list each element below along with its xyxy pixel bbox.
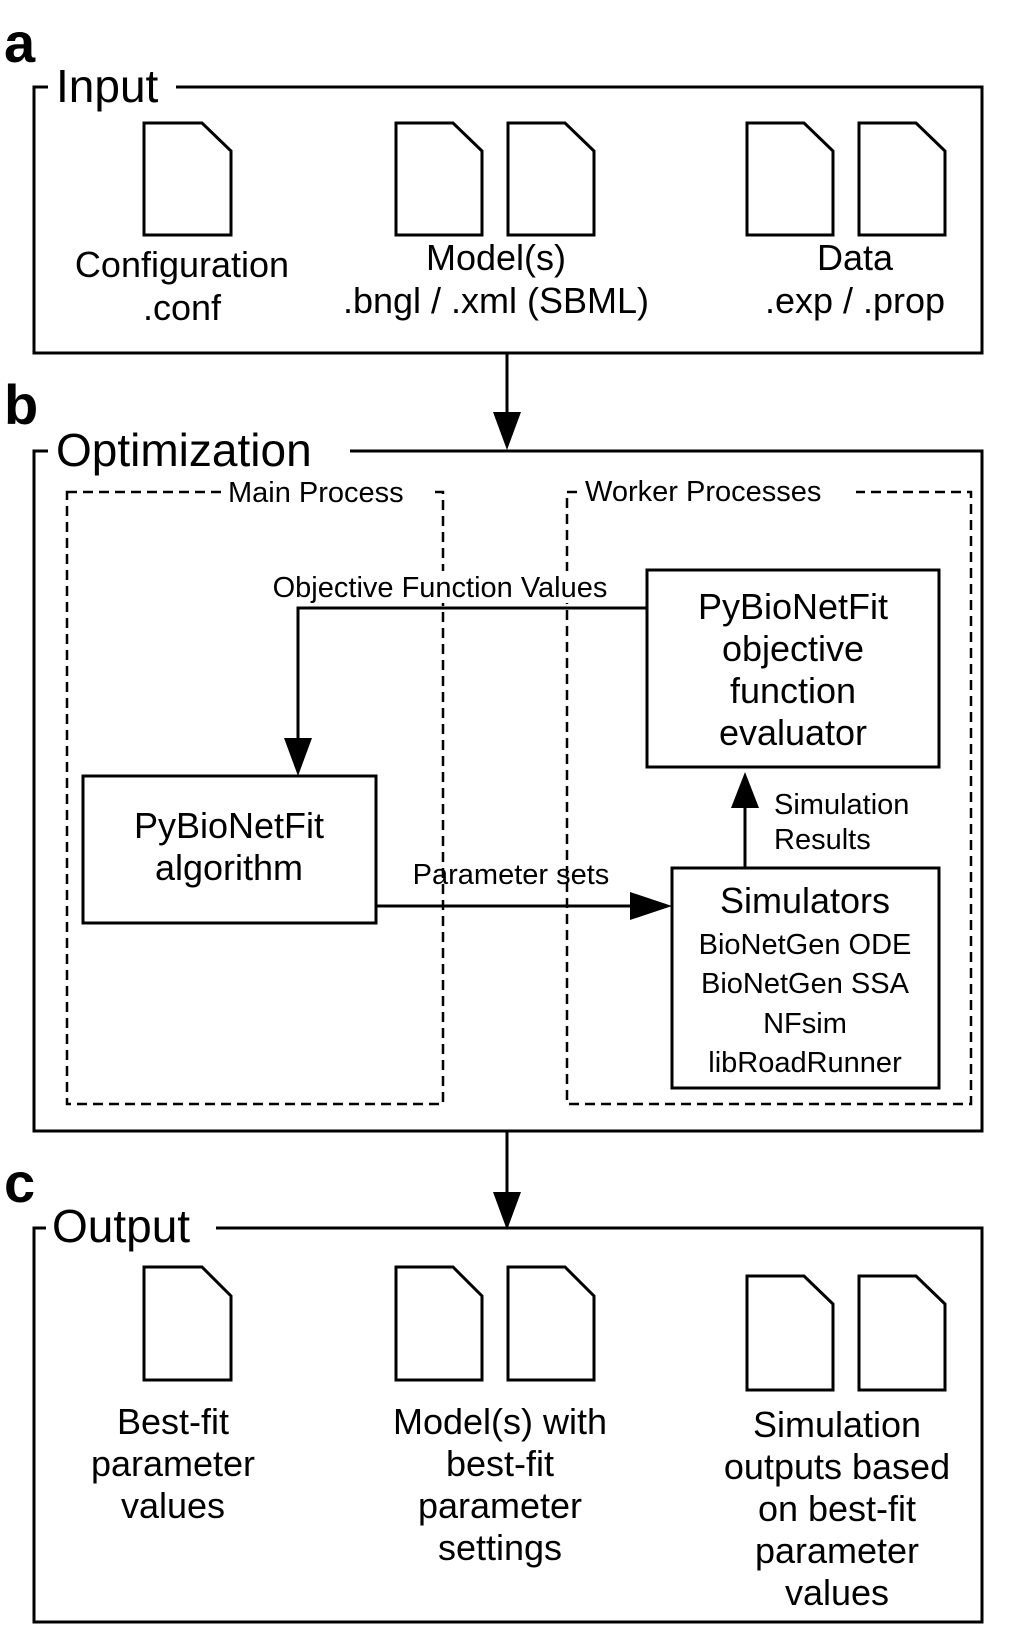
sim-outputs-line5: values xyxy=(785,1572,889,1613)
sim-outputs-line1: Simulation xyxy=(753,1404,921,1445)
models-best-fit-line2: best-fit xyxy=(446,1443,554,1484)
simulator-item: NFsim xyxy=(763,1008,847,1040)
panel-letter-c: c xyxy=(4,1151,35,1214)
sim-output-document-icon xyxy=(857,1274,947,1392)
optimization-title: Optimization xyxy=(56,424,312,476)
sim-output-document-icon xyxy=(745,1274,835,1392)
simulator-item: libRoadRunner xyxy=(708,1047,902,1079)
model-extension: .bngl / .xml (SBML) xyxy=(343,280,649,321)
evaluator-box-line1: PyBioNetFit xyxy=(698,586,888,627)
config-extension: .conf xyxy=(143,287,222,328)
models-best-fit-line3: parameter xyxy=(418,1485,582,1526)
output-frame xyxy=(32,1226,984,1624)
panel-letter-b: b xyxy=(4,373,38,436)
data-document-icon xyxy=(745,121,835,237)
algorithm-box-line2: algorithm xyxy=(155,847,303,888)
simulators-title: Simulators xyxy=(720,880,890,921)
simulator-item: BioNetGen ODE xyxy=(699,929,912,961)
main-process-label: Main Process xyxy=(228,477,404,509)
input-panel: a Input Configuration .conf Model(s) .bn… xyxy=(4,11,984,355)
sim-outputs-line4: parameter xyxy=(755,1530,919,1571)
main-process-region xyxy=(65,490,445,1106)
model-document-icon xyxy=(394,121,484,237)
simulation-results-line2: Results xyxy=(774,824,871,856)
parameter-sets-arrow xyxy=(376,892,672,920)
config-label: Configuration xyxy=(75,244,289,285)
models-best-fit-line4: settings xyxy=(438,1527,562,1568)
objective-values-label: Objective Function Values xyxy=(273,572,608,604)
simulation-results-line1: Simulation xyxy=(774,789,909,821)
model-output-document-icon xyxy=(394,1265,484,1382)
models-best-fit-line1: Model(s) with xyxy=(393,1401,607,1442)
best-fit-document-icon xyxy=(142,1265,233,1382)
parameter-sets-label: Parameter sets xyxy=(413,859,610,891)
sim-outputs-line2: outputs based xyxy=(724,1446,950,1487)
config-document-icon xyxy=(142,121,233,237)
best-fit-line1: Best-fit xyxy=(117,1401,229,1442)
input-to-optimization-arrow xyxy=(493,353,521,450)
input-title: Input xyxy=(56,60,159,112)
evaluator-box-line2: objective xyxy=(722,628,864,669)
data-document-icon xyxy=(857,121,947,237)
data-label: Data xyxy=(817,237,894,278)
data-extension: .exp / .prop xyxy=(765,280,945,321)
simulator-item: BioNetGen SSA xyxy=(701,968,910,1000)
simulation-results-arrow xyxy=(731,772,759,868)
evaluator-box xyxy=(645,568,941,769)
algorithm-box xyxy=(81,774,378,925)
evaluator-box-line4: evaluator xyxy=(719,712,867,753)
panel-letter-a: a xyxy=(4,11,36,74)
optimization-panel: b Optimization Main Process Worker Proce… xyxy=(4,373,984,1133)
worker-processes-label: Worker Processes xyxy=(585,476,821,508)
objective-values-arrow xyxy=(284,606,647,776)
model-output-document-icon xyxy=(506,1265,596,1382)
model-label: Model(s) xyxy=(426,237,566,278)
sim-outputs-line3: on best-fit xyxy=(758,1488,916,1529)
best-fit-line3: values xyxy=(121,1485,225,1526)
simulators-box xyxy=(670,866,941,1090)
optimization-to-output-arrow xyxy=(493,1131,521,1230)
evaluator-box-line3: function xyxy=(730,670,856,711)
algorithm-box-line1: PyBioNetFit xyxy=(134,805,324,846)
output-title: Output xyxy=(52,1200,190,1252)
model-document-icon xyxy=(506,121,596,237)
output-panel: c Output Best-fit parameter values Model… xyxy=(4,1151,984,1624)
best-fit-line2: parameter xyxy=(91,1443,255,1484)
